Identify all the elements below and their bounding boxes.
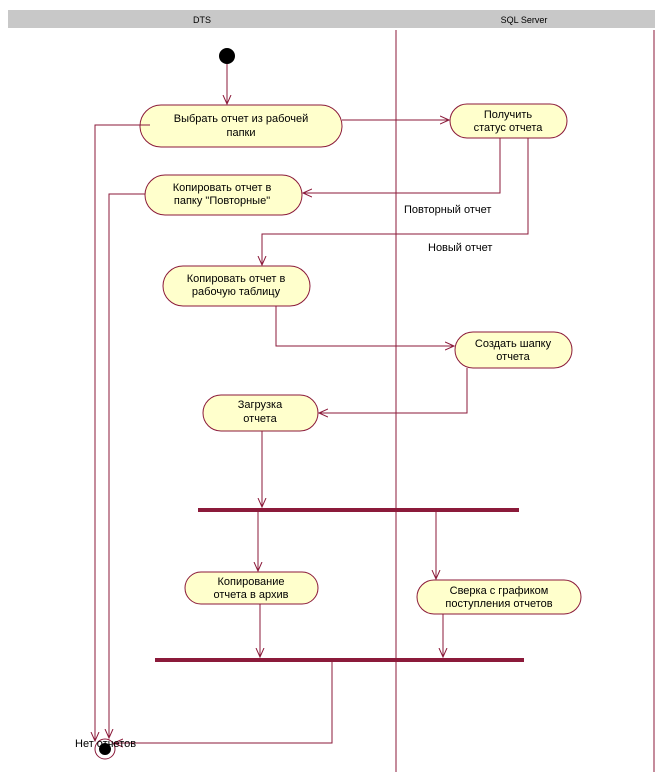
activity-copy-repeat-line1: Копировать отчет в	[173, 182, 272, 194]
activity-schedule-check-line1: Сверка с графиком	[450, 585, 549, 597]
edge-copy-repeat-to-final	[109, 193, 145, 738]
swimlane-title-sql-server: SQL Server	[501, 15, 548, 25]
edge-copy-worktable-to-header	[275, 306, 454, 346]
swimlane-title-dts: DTS	[193, 15, 211, 25]
activity-get-status-line2: статус отчета	[474, 122, 544, 134]
edge-status-to-copy-worktable	[262, 138, 529, 265]
activity-create-header-line2: отчета	[496, 351, 530, 363]
final-node	[94, 738, 116, 760]
activity-load-report-line2: отчета	[243, 413, 277, 425]
join-bar	[155, 658, 524, 662]
edge-join-to-final	[114, 662, 333, 743]
activity-load-report[interactable]: Загрузка отчета	[202, 394, 319, 432]
swimlane-header	[8, 10, 655, 28]
activity-load-report-line1: Загрузка	[238, 399, 283, 411]
edge-select-to-final	[95, 124, 150, 741]
activity-archive-copy-line2: отчета в архив	[214, 589, 289, 601]
activity-schedule-check-line2: поступления отчетов	[445, 598, 552, 610]
activity-get-status[interactable]: Получить статус отчета	[449, 103, 568, 139]
activity-archive-copy[interactable]: Копирование отчета в архив	[184, 571, 319, 605]
activity-select-report[interactable]: Выбрать отчет из рабочей папки	[139, 104, 343, 148]
activity-copy-repeat-line2: папку "Повторные"	[174, 195, 270, 207]
activity-get-status-line1: Получить	[484, 109, 533, 121]
activity-create-header-line1: Создать шапку	[475, 338, 552, 350]
activity-schedule-check[interactable]: Сверка с графиком поступления отчетов	[416, 579, 582, 615]
initial-node	[219, 48, 235, 64]
fork-bar	[198, 508, 519, 512]
activity-select-report-line2: папки	[227, 127, 256, 139]
activity-copy-repeat[interactable]: Копировать отчет в папку "Повторные"	[144, 174, 303, 216]
edge-label-repeat-report: Повторный отчет	[404, 204, 491, 216]
activity-select-report-line1: Выбрать отчет из рабочей	[174, 113, 309, 125]
edge-label-no-reports: Нет отчетов	[75, 738, 136, 750]
edge-status-to-copy-repeat	[303, 138, 501, 193]
edge-label-new-report: Новый отчет	[428, 242, 492, 254]
activity-copy-worktable-line2: рабочую таблицу	[192, 286, 281, 298]
activity-create-header[interactable]: Создать шапку отчета	[454, 331, 573, 369]
activity-copy-worktable-line1: Копировать отчет в	[187, 273, 286, 285]
edge-header-to-load	[319, 368, 468, 413]
activity-archive-copy-line1: Копирование	[217, 576, 284, 588]
activity-copy-worktable[interactable]: Копировать отчет в рабочую таблицу	[162, 265, 311, 307]
